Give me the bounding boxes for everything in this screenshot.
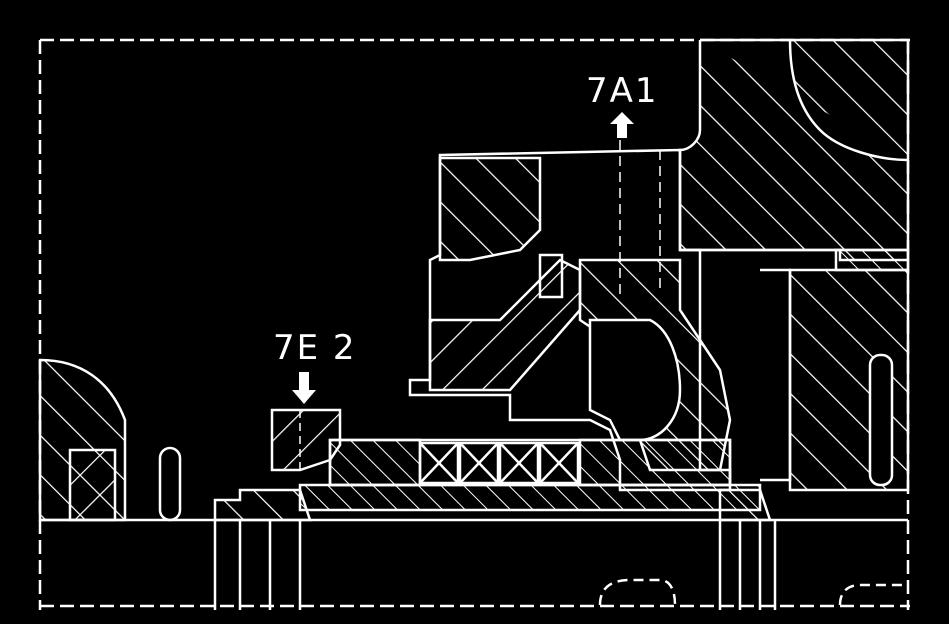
right-step	[760, 268, 792, 482]
left-gland-block	[270, 408, 342, 472]
left-collar-body	[213, 520, 302, 610]
small-insert	[538, 253, 564, 299]
left-pin	[158, 446, 182, 522]
inner-cavity	[588, 318, 682, 442]
callout-label-left: 7E 2	[273, 328, 357, 368]
seal-cover-hatch	[438, 156, 542, 262]
packing-rings	[418, 441, 580, 485]
callout-label-top: 7A1	[586, 71, 659, 111]
left-flange-cutout	[68, 448, 117, 522]
arrow-up-icon	[610, 112, 634, 138]
packing-right-hatch	[578, 438, 732, 487]
left-collar	[213, 488, 312, 522]
right-slot	[868, 353, 894, 487]
right-collar	[718, 488, 772, 522]
cover-web-hatch	[428, 258, 582, 392]
upper-housing	[678, 38, 910, 262]
bottom-dash-left	[598, 578, 677, 606]
shaft-sleeve	[298, 483, 762, 512]
packing-left-hatch	[328, 438, 422, 487]
bottom-dash-right	[838, 583, 908, 606]
arrow-down-icon	[292, 372, 316, 404]
housing-step	[834, 248, 910, 272]
right-collar-body	[718, 520, 777, 610]
